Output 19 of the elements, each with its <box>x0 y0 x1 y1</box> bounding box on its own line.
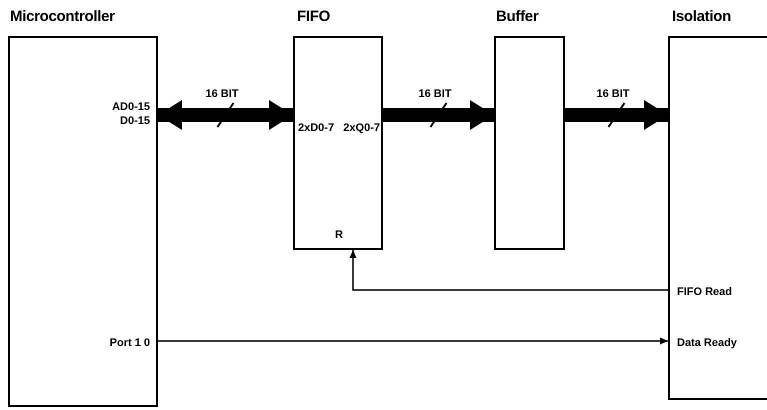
pin-label: 2xQ0-7 <box>343 121 380 135</box>
block-title: Microcontroller <box>10 10 115 24</box>
bus-arrow <box>158 100 293 130</box>
pin-label: Port 1 0 <box>110 336 150 350</box>
signal-label: FIFO Read <box>677 285 732 299</box>
block-title: Buffer <box>496 10 538 24</box>
bus-arrow <box>383 100 494 130</box>
signal-label: Data Ready <box>677 336 737 350</box>
signal-arrow <box>350 250 668 291</box>
edge-label: 16 BIT <box>204 88 241 100</box>
pin-label: 2xD0-7 <box>298 121 334 135</box>
edge-label: 16 BIT <box>416 88 454 100</box>
pin-label: AD0-15 D0-15 <box>111 100 150 128</box>
block-title: Isolation <box>672 10 731 24</box>
edge-label: 16 BIT <box>594 88 632 100</box>
pin-label: R <box>335 228 343 242</box>
block-title: FIFO <box>297 10 330 24</box>
signal-arrow <box>158 338 668 344</box>
bus-arrow <box>565 100 668 130</box>
